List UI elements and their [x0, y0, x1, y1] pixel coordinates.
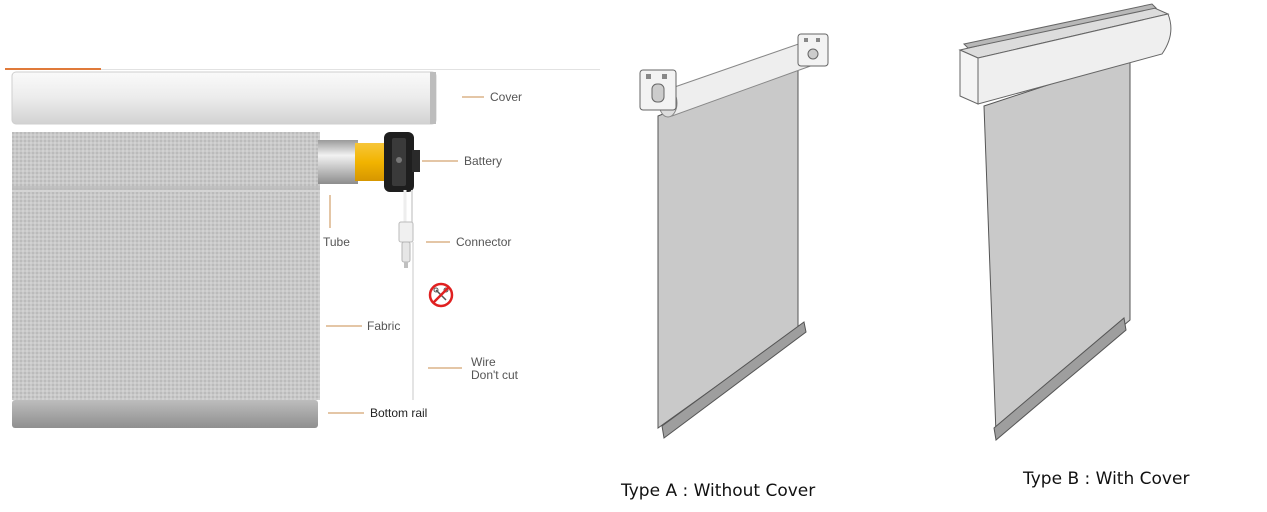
- connector-label: Connector: [456, 235, 512, 249]
- connector-part: [398, 190, 414, 268]
- type-b-illustration: [940, 0, 1200, 450]
- tube-part: [318, 140, 358, 184]
- type-a-illustration: [610, 20, 870, 450]
- type-a-fabric: [657, 59, 799, 429]
- cover-part: [11, 71, 437, 125]
- cover-label: Cover: [490, 90, 523, 104]
- type-b-cover: [958, 3, 1172, 105]
- roller-blind-component-diagram: Cover Battery Tube Connector Fabric Wire…: [0, 0, 600, 512]
- type-b-bottom-rail: [993, 317, 1127, 441]
- type-a-caption: Type A : Without Cover: [621, 481, 816, 501]
- type-a-right-bracket: [797, 33, 829, 67]
- bottom-rail-part: [12, 400, 318, 428]
- battery-part: [355, 143, 387, 181]
- tube-label: Tube: [323, 235, 350, 249]
- fabric-roll: [12, 132, 320, 192]
- accent-line: [5, 68, 101, 70]
- bottom-rail-label: Bottom rail: [370, 406, 428, 420]
- wire-dont-cut-label: Don't cut: [471, 368, 518, 382]
- type-b-caption: Type B : With Cover: [1023, 469, 1190, 489]
- fabric-panel: [12, 192, 320, 400]
- battery-label: Battery: [464, 154, 503, 168]
- wire-label: Wire: [471, 355, 496, 369]
- top-rule: [101, 69, 600, 70]
- fabric-label: Fabric: [367, 319, 401, 333]
- motor-head: [384, 132, 420, 192]
- no-cut-warning-icon: [422, 280, 464, 312]
- type-a-bottom-rail: [661, 321, 807, 439]
- type-a-left-bracket: [639, 69, 677, 111]
